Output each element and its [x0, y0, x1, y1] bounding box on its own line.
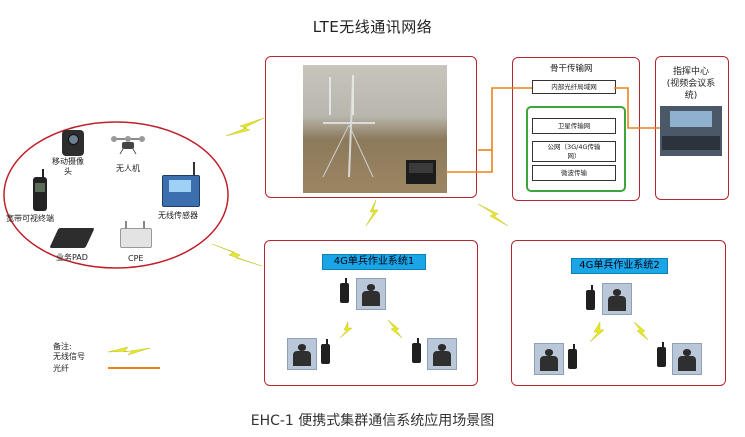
legend-fiber: 光纤 [53, 364, 69, 373]
diagram-title: LTE无线通讯网络 [312, 18, 433, 36]
legend-wireless: 无线信号 [53, 352, 85, 361]
terminal-label: 宽带可视终端 [6, 214, 54, 223]
lightning-icon [589, 321, 605, 343]
drone-label: 无人机 [116, 164, 140, 173]
microwave-box: 微波传输 [532, 165, 616, 181]
base-station-photo [303, 65, 447, 193]
cpe-label: CPE [128, 254, 144, 263]
drone-icon [111, 136, 145, 155]
soldier-icon [672, 343, 702, 375]
satellite-box: 卫星传输网 [532, 118, 616, 134]
lightning-icon [365, 199, 379, 227]
lightning-icon [633, 321, 649, 341]
device-group-ellipse [3, 121, 229, 269]
camera-label: 移动摄像 头 [52, 157, 84, 176]
lightning-icon [225, 117, 265, 137]
camera-icon [62, 130, 84, 156]
radio-icon [321, 339, 330, 364]
command-center-title: 指挥中心 (视频会议系 统) [666, 67, 716, 101]
unit-system-2-label: 4G单兵作业系统2 [571, 258, 668, 274]
diagram-caption: EHC-1 便携式集群通信系统应用场景图 [250, 413, 495, 429]
soldier-icon [427, 338, 457, 370]
lightning-icon [107, 346, 151, 356]
unit-system-1-label: 4G单兵作业系统1 [322, 254, 426, 270]
lightning-icon [211, 243, 263, 267]
soldier-icon [287, 338, 317, 370]
legend-fiber-line [108, 367, 160, 369]
public-network-box: 公网（3G/4G传输 网） [532, 141, 616, 162]
radio-icon [657, 342, 666, 367]
lightning-icon [387, 319, 403, 339]
radio-icon [568, 344, 577, 369]
soldier-icon [602, 283, 632, 315]
cpe-icon [120, 221, 152, 248]
legend-note: 备注: [53, 342, 72, 351]
soldier-icon [534, 343, 564, 375]
lightning-icon [477, 203, 509, 227]
lan-box: 内部光纤局域网 [532, 80, 616, 94]
radio-icon [586, 285, 595, 310]
sensor-label: 无线传感器 [158, 211, 198, 220]
conference-room-photo [660, 106, 722, 156]
soldier-icon [356, 278, 386, 310]
radio-icon [412, 338, 421, 363]
sensor-icon [162, 162, 200, 207]
pad-label: 业务PAD [56, 253, 88, 262]
radio-icon [340, 278, 349, 303]
terminal-icon [33, 169, 47, 211]
backbone-title: 骨干传输网 [550, 64, 593, 74]
lightning-icon [339, 321, 353, 339]
